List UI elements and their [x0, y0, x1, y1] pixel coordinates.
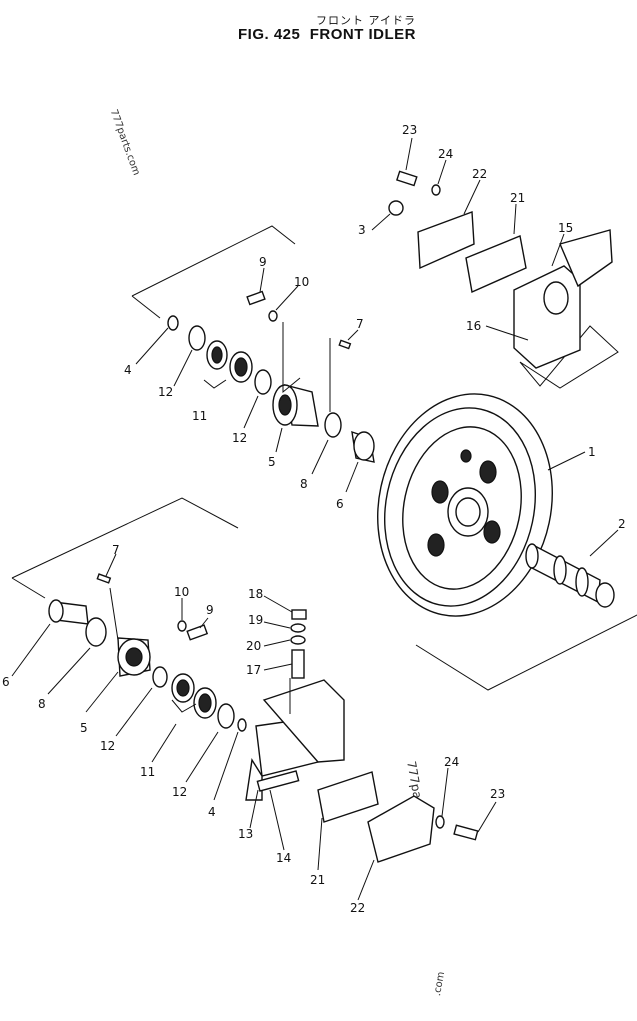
upper-seal-parts [167, 290, 375, 463]
callout-15: 15 [558, 221, 573, 235]
callout-8-lower: 8 [38, 697, 46, 711]
callout-3: 3 [358, 223, 366, 237]
idler-shaft [525, 543, 615, 608]
callout-6-upper: 6 [336, 497, 344, 511]
upper-guard-parts [388, 170, 613, 369]
callout-1: 1 [588, 445, 596, 459]
callout-12-lower-b: 12 [172, 785, 187, 799]
idler-wheel [377, 393, 553, 617]
callout-12-upper-b: 12 [232, 431, 247, 445]
figure-title: FIG. 425 FRONT IDLER [238, 26, 417, 43]
callout-labels: 1 2 3 4 4 5 5 6 6 7 7 8 8 9 9 10 10 11 1… [2, 123, 626, 915]
callout-4-upper: 4 [124, 363, 132, 377]
lower-bracket-parts [245, 609, 479, 863]
callout-9-upper: 9 [259, 255, 267, 269]
japanese-title: フロント アイドラ [316, 14, 416, 27]
callout-7-lower: 7 [112, 543, 120, 557]
lower-seal-parts [48, 573, 247, 732]
callout-16: 16 [466, 319, 481, 333]
callout-23-lower: 23 [490, 787, 505, 801]
callout-4-lower: 4 [208, 805, 216, 819]
callout-21-upper: 21 [510, 191, 525, 205]
callout-12-lower-a: 12 [100, 739, 115, 753]
leader-lines [11, 137, 619, 901]
callout-24-upper: 24 [438, 147, 453, 161]
callout-14: 14 [276, 851, 291, 865]
callout-23-upper: 23 [402, 123, 417, 137]
callout-22-lower: 22 [350, 901, 365, 915]
callout-6-lower: 6 [2, 675, 10, 689]
callout-13: 13 [238, 827, 253, 841]
callout-10-lower: 10 [174, 585, 189, 599]
assembly-outline-lower [11, 497, 637, 691]
callout-19: 19 [248, 613, 263, 627]
callout-7-upper: 7 [356, 317, 364, 331]
callout-12-upper-a: 12 [158, 385, 173, 399]
callout-9-lower: 9 [206, 603, 214, 617]
callout-18: 18 [248, 587, 263, 601]
assembly-outline-upper [131, 225, 619, 389]
callout-24-lower: 24 [444, 755, 459, 769]
callout-20: 20 [246, 639, 261, 653]
callout-8-upper: 8 [300, 477, 308, 491]
callout-21-lower: 21 [310, 873, 325, 887]
callout-2: 2 [618, 517, 626, 531]
callout-11-lower: 11 [140, 765, 155, 779]
callout-5-upper: 5 [268, 455, 276, 469]
callout-10-upper: 10 [294, 275, 309, 289]
callout-17: 17 [246, 663, 261, 677]
callout-22-upper: 22 [472, 167, 487, 181]
callout-5-lower: 5 [80, 721, 88, 735]
callout-11-upper: 11 [192, 409, 207, 423]
